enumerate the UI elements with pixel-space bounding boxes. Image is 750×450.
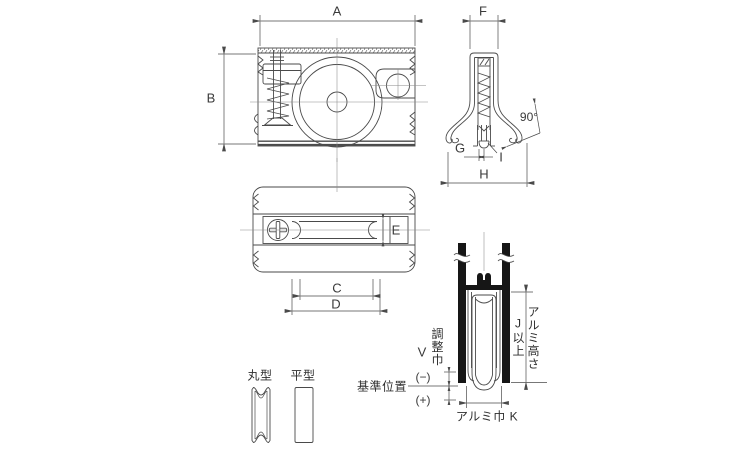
dim-label-V: V [417,344,427,360]
alumi-width-label: アルミ巾 K [455,409,519,424]
dim-label-F: F [479,3,487,19]
roller-profiles-drawing [251,387,314,443]
dim-label-E: E [391,222,401,238]
adjust-width-label: 調整巾 [430,327,444,367]
dim-label-H: H [479,166,489,182]
dim-label-B: B [206,90,216,106]
j-min-label: J以上 [511,316,525,358]
side-view-drawing [250,38,428,162]
dim-label-D: D [331,296,341,312]
bottom-view-drawing [240,158,430,273]
dim-a [252,15,423,46]
minus-label: (−) [415,370,431,384]
installed-view-drawing [408,232,547,408]
dim-label-C: C [332,280,342,296]
alumi-height-label: アルミ高さ [526,305,540,371]
dim-d [284,279,388,315]
angle-label: 90° [519,110,539,124]
dim-b [218,46,256,152]
dim-label-A: A [332,3,342,19]
flat-type-label: 平型 [290,368,316,383]
front-view-drawing [440,15,541,187]
dim-label-I: I [499,149,503,165]
plus-label: (+) [415,393,431,407]
reference-position-label: 基準位置 [356,379,408,394]
dim-label-G: G [454,140,466,156]
dim-c [292,279,381,300]
round-type-label: 丸型 [247,368,273,383]
